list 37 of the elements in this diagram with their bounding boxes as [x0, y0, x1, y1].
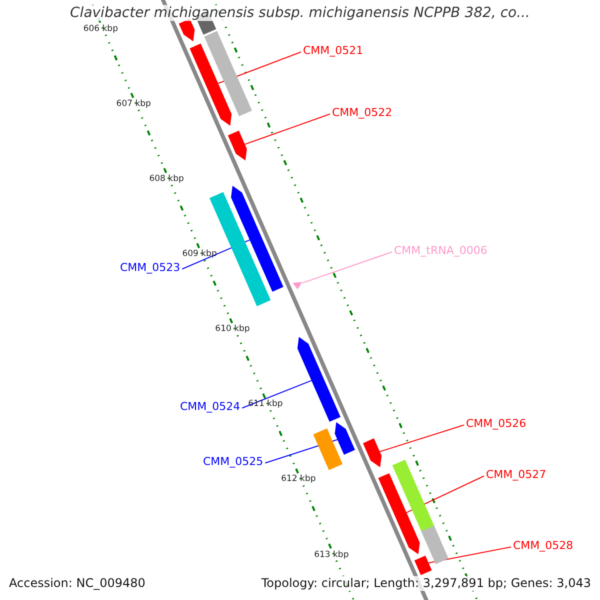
gene-label: CMM_0525 — [203, 455, 264, 468]
gene-feature — [231, 186, 284, 292]
gene-feature — [363, 438, 382, 468]
feature-bar — [204, 30, 252, 116]
scale-label: 606 kbp — [83, 24, 118, 34]
leader-line — [428, 546, 512, 564]
feature-bar — [421, 526, 448, 564]
gene-feature — [334, 422, 355, 455]
scale-label: 607 kbp — [116, 98, 151, 109]
gene-feature — [378, 473, 420, 554]
gene-label: CMM_0522 — [332, 106, 392, 119]
leader-line — [244, 114, 330, 145]
gene-label: CMM_0521 — [303, 44, 364, 57]
gene-feature — [297, 336, 340, 422]
scale-label: 613 kbp — [314, 550, 349, 560]
feature-bar — [313, 428, 343, 470]
trna-marker — [292, 282, 302, 290]
gene-label: CMM_0526 — [466, 417, 526, 430]
leader-line — [242, 380, 312, 408]
leader-line — [379, 424, 464, 452]
gene-feature — [190, 44, 232, 126]
accession-label: Accession: NC_009480 — [9, 576, 146, 591]
gene-label: CMM_0528 — [513, 539, 574, 552]
leader-line — [302, 252, 392, 284]
scale-label: 611 kbp — [248, 399, 283, 410]
gene-label: CMM_0523 — [120, 261, 180, 274]
scale-label: 610 kbp — [215, 324, 250, 334]
gene-label: CMM_tRNA_0006 — [394, 244, 488, 257]
gene-label: CMM_0524 — [180, 400, 240, 413]
scale-label: 612 kbp — [281, 474, 316, 484]
gene-label: CMM_0527 — [486, 468, 546, 481]
gene-feature — [228, 130, 247, 160]
genome-summary: Topology: circular; Length: 3,297,891 bp; Genes: 3,043 — [261, 576, 591, 591]
scale-label: 608 kbp — [149, 174, 184, 184]
gene-feature — [414, 556, 432, 576]
gene-feature — [178, 18, 195, 42]
scale-label: 609 kbp — [182, 249, 217, 260]
